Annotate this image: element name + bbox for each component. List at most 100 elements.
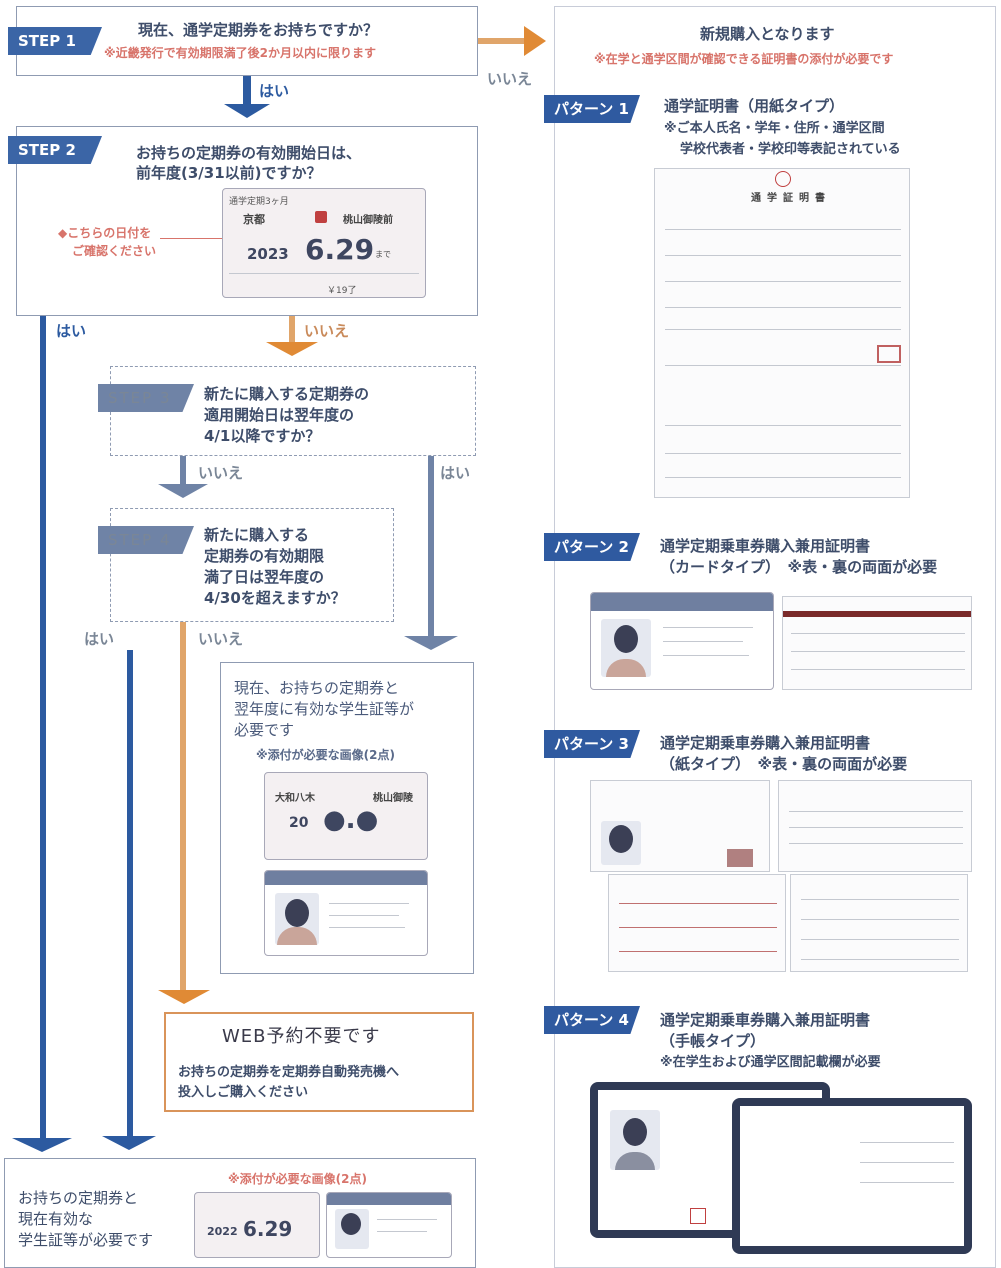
pattern1-certificate-image: 通学証明書 [654, 168, 910, 498]
step2-ticket-image: 通学定期3ヶ月 京都 桃山御陵前 2023 6.29 まで ￥19了 [222, 188, 426, 298]
new-purchase-note: ※在学と通学区間が確認できる証明書の添付が必要です [594, 52, 894, 66]
step4-line3: 満了日は翌年度の [204, 568, 325, 586]
handbook-photo [610, 1110, 660, 1170]
result-current-note: ※添付が必要な画像(2点) [228, 1172, 367, 1186]
pattern4-line1: 通学定期乗車券購入兼用証明書 [660, 1011, 871, 1029]
ticket-from: 大和八木 [275, 793, 315, 804]
result-both-line3: 必要です [234, 721, 295, 739]
pattern1-line2: ※ご本人氏名・学年・住所・通学区間 [664, 121, 885, 136]
card-photo-head [341, 1213, 361, 1235]
certificate-rule [665, 453, 901, 454]
ticket-date-prefix: 20 [289, 815, 309, 831]
result-web-line1: お持ちの定期券を定期券自動発売機へ [178, 1065, 400, 1080]
step2-callout-line2: ご確認ください [72, 244, 157, 258]
ticket-to: 桃山御陵 [373, 793, 413, 804]
result-web-box [164, 1012, 474, 1112]
result-both-line1: 現在、お持ちの定期券と [234, 679, 400, 697]
paper-rule [789, 827, 963, 828]
step3-no: いいえ [198, 464, 244, 482]
pattern2-line1: 通学定期乗車券購入兼用証明書 [660, 537, 871, 555]
card-text-line [377, 1219, 437, 1220]
paper-photo-head [609, 825, 633, 853]
card-back-band [783, 611, 971, 617]
result-both-line2: 翌年度に有効な学生証等が [234, 700, 415, 718]
new-purchase-title: 新規購入となります [700, 25, 835, 43]
card-photo [275, 893, 319, 945]
card-header-band [327, 1193, 451, 1205]
handbook-rule [860, 1162, 954, 1163]
paper-seal-icon [727, 849, 753, 867]
pattern3-paper-table-image [608, 874, 786, 972]
step4-no: いいえ [198, 630, 244, 648]
certificate-seal-icon [775, 171, 791, 187]
step3-yes: はい [440, 464, 471, 482]
handbook-page [740, 1106, 964, 1246]
pattern2-card-back-image [782, 596, 972, 690]
handbook-seal-icon [690, 1208, 706, 1224]
pattern2-tag: パターン 2 [544, 533, 640, 561]
pattern3-paper-grid-image [790, 874, 968, 972]
ticket-date-prefix: 2023 [247, 245, 289, 263]
grid-rule [801, 919, 959, 920]
paper-rule [789, 811, 963, 812]
pattern4-tag: パターン 4 [544, 1006, 640, 1034]
card-photo-body [606, 659, 646, 677]
result-both-ticket-image: 大和八木 桃山御陵 20 ●.● [264, 772, 428, 860]
ticket-to: 桃山御陵前 [343, 215, 393, 226]
certificate-rule [665, 281, 901, 282]
card-photo [601, 619, 651, 677]
card-text-line [663, 641, 743, 642]
card-text-line [329, 903, 409, 904]
result-both-note: ※添付が必要な画像(2点) [256, 748, 395, 762]
step1-note: ※近畿発行で有効期限満了後2か月以内に限ります [104, 46, 377, 60]
pattern3-line2: （紙タイプ） ※表・裏の両面が必要 [660, 755, 908, 773]
ticket-header: 通学定期3ヶ月 [229, 197, 289, 207]
step2-yes: はい [56, 322, 87, 340]
grid-rule [801, 899, 959, 900]
certificate-rule [665, 477, 901, 478]
pattern1-tag: パターン 1 [544, 95, 640, 123]
ticket-date-prefix: 2022 [207, 1225, 238, 1238]
certificate-rule [665, 365, 901, 366]
grid-rule [801, 939, 959, 940]
certificate-rule [665, 229, 901, 230]
paper-rule [789, 843, 963, 844]
step1-yes: はい [259, 82, 290, 100]
grid-rule [801, 959, 959, 960]
card-photo-body [277, 927, 317, 945]
pattern1-line1: 通学証明書（用紙タイプ） [664, 97, 845, 115]
ticket-price: ￥19了 [327, 286, 357, 296]
step1-tag: STEP 1 [8, 27, 102, 55]
ticket-date: 6.29 [305, 233, 375, 266]
pattern4-line2: （手帳タイプ） [660, 1032, 766, 1050]
card-photo-head [285, 899, 309, 927]
step1-question: 現在、通学定期券をお持ちですか？ [138, 21, 379, 39]
certificate-rule [665, 307, 901, 308]
handbook-photo-head [623, 1118, 647, 1146]
card-text-line [329, 927, 405, 928]
result-current-ticket-image: 2022 6.29 [194, 1192, 320, 1258]
card-text-line [663, 627, 753, 628]
step4-line4: 4/30を超えますか？ [204, 589, 346, 607]
step4-line2: 定期券の有効期限 [204, 547, 325, 565]
ticket-date-suffix: まで [375, 250, 391, 259]
step3-line2: 適用開始日は翌年度の [204, 406, 355, 424]
card-header-band [591, 593, 773, 611]
handbook-rule [860, 1182, 954, 1183]
card-photo [335, 1209, 369, 1249]
step4-tag: STEP 4 [98, 526, 194, 554]
ticket-seal-icon [315, 211, 327, 223]
pattern4-handbook-right-image [732, 1098, 972, 1254]
handbook-rule [860, 1142, 954, 1143]
paper-photo [601, 821, 641, 865]
certificate-rule [665, 255, 901, 256]
step1-no: いいえ [487, 70, 533, 88]
card-photo-head [614, 625, 638, 653]
table-rule [619, 903, 777, 904]
result-web-title: WEB予約不要です [222, 1026, 381, 1047]
table-rule [619, 951, 777, 952]
pattern3-paper-back-image [778, 780, 972, 872]
ticket-date: 6.29 [243, 1217, 293, 1241]
step2-tag: STEP 2 [8, 136, 102, 164]
card-back-rule [791, 669, 965, 670]
